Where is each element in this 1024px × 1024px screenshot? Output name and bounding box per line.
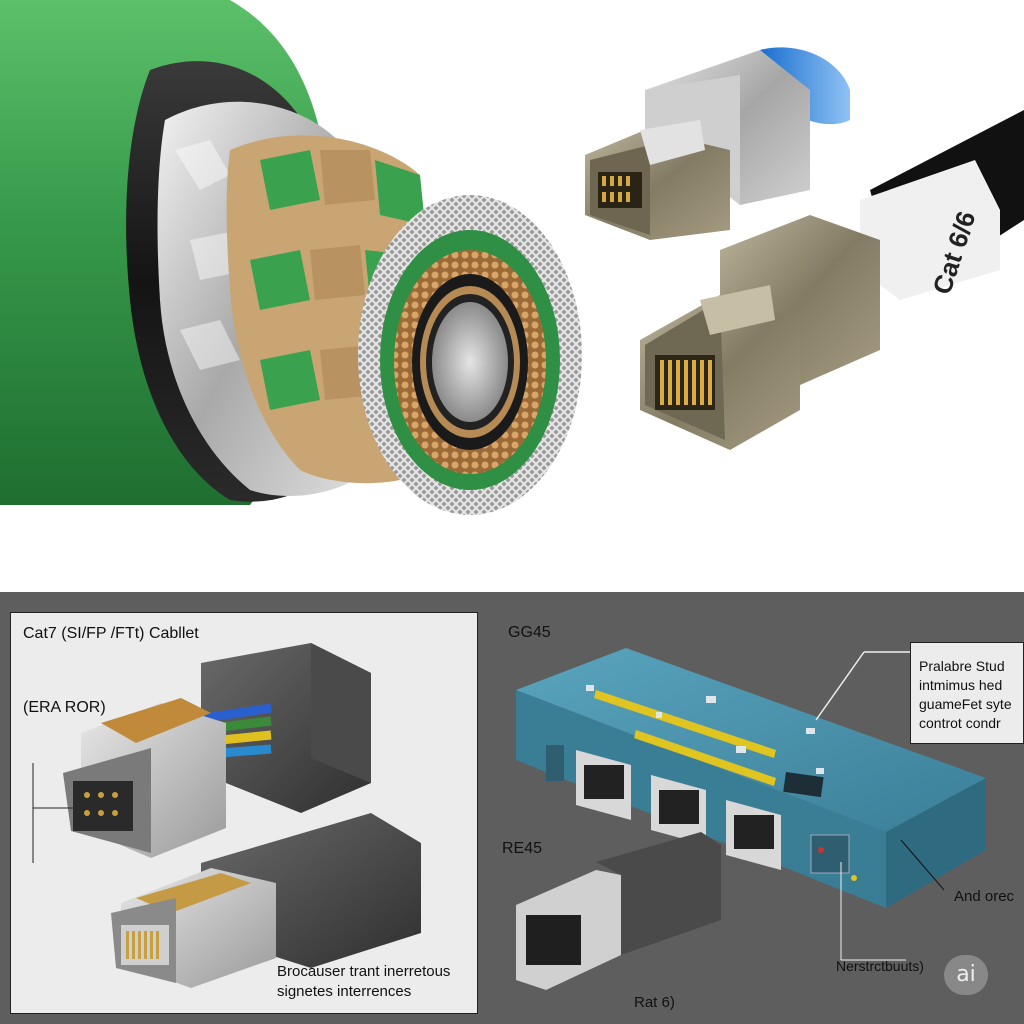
- caption-line-1: Brocauser trant inerretous: [277, 963, 451, 980]
- callout-line-1: Pralabre Stud: [919, 658, 1005, 674]
- cable-jacket-print-text: Cat 6/6: [926, 207, 982, 298]
- plug-caption: Rat 6): [634, 994, 675, 1011]
- top-illustration: Cat 6/6: [0, 0, 1024, 515]
- annotation-right: And orec: [954, 888, 1015, 905]
- feature-callout-box: Pralabre Stud intmimus hed guameFet syte…: [910, 642, 1024, 744]
- ai-badge-icon: ai: [944, 955, 988, 995]
- plug-label: RE45: [502, 840, 543, 857]
- lower-connector-illustration: [640, 110, 1024, 450]
- cat7-connector-illustration: [32, 643, 421, 988]
- connector-label: (ERA ROR): [23, 699, 106, 716]
- callout-line-3: guameFet syte: [919, 696, 1012, 712]
- rj45-ports: [576, 750, 781, 870]
- cat7-connector-panel: Cat7 (SI/FP /FTt) Cabllet (ERA ROR) Broc…: [10, 612, 478, 1014]
- cat7-title: Cat7 (SI/FP /FTt) Cabllet: [23, 625, 199, 642]
- callout-line-4: controt condr: [919, 715, 1001, 731]
- cable-cross-section-illustration: [0, 0, 1024, 515]
- network-switch-illustration: [516, 648, 986, 990]
- switch-top-face: [516, 648, 986, 832]
- center-core: [432, 302, 508, 422]
- annotation-bottom: Nerstrctbuuts): [836, 958, 924, 974]
- callout-line-2: intmimus hed: [919, 677, 1003, 693]
- switch-label: GG45: [508, 624, 551, 641]
- upper-connector-illustration: [585, 47, 850, 240]
- caption-line-2: signetes interrences: [277, 983, 412, 1000]
- switch-panel: GG45 RE45 Rat 6) And orec Nerstrctbuuts): [486, 600, 1024, 1024]
